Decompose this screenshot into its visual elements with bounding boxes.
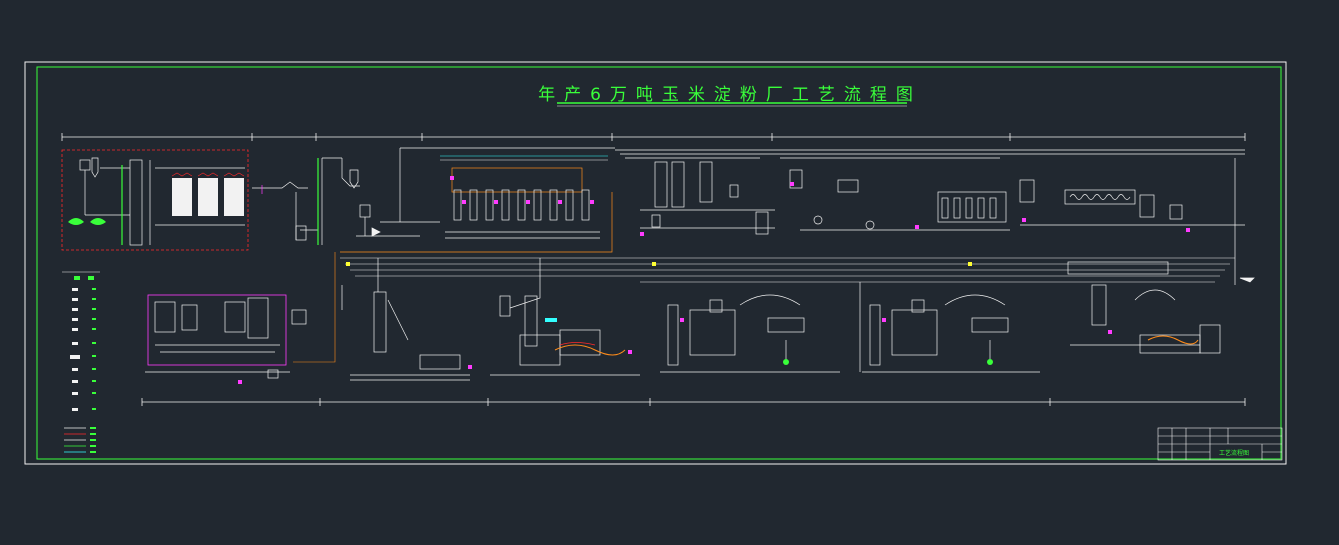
connector-lines: [293, 252, 1235, 363]
inner-frame: [36, 66, 1282, 460]
top-section-divider: [61, 133, 1246, 141]
section-6-equipment: [780, 157, 1010, 231]
outer-frame: [24, 61, 1287, 465]
section-5-equipment: [615, 149, 1245, 235]
drawing-title: 年产6万吨玉米淀粉厂工艺流程图: [538, 85, 922, 105]
bottom-section-c-equipment: [490, 258, 640, 376]
bottom-section-divider: [141, 398, 1246, 406]
section-2-equipment: [252, 157, 342, 245]
bottom-section-a-equipment: [145, 294, 307, 379]
bottom-section-e-equipment: [1067, 261, 1221, 354]
bottom-section-b-equipment: [341, 258, 470, 381]
instrument-markers: [238, 176, 1190, 384]
section-7-equipment: [1019, 158, 1255, 285]
section-3-equipment: [341, 147, 615, 237]
title-block: [1157, 427, 1283, 461]
bottom-section-d-equipment: [660, 282, 1040, 373]
section-4-equipment: [340, 155, 613, 253]
title-block-drawing-name: 工艺流程图: [1219, 450, 1250, 457]
section-1-equipment: [61, 149, 249, 251]
legend-symbols: [62, 271, 100, 453]
